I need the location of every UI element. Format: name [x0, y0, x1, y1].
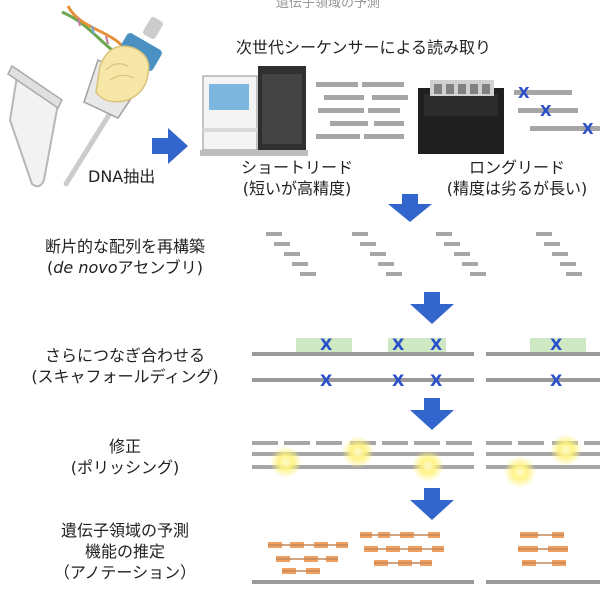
step-annotation-title: 遺伝子領域の予測 — [60, 521, 189, 540]
gene-model-exons — [268, 532, 568, 574]
step-assembly-title: 断片的な配列を再構築 — [44, 237, 205, 256]
step-polishing-title: 修正 — [108, 437, 141, 456]
step-annotation-function: 機能の推定 — [84, 542, 165, 561]
annotation-contigs — [252, 580, 600, 584]
long-read-caption: ロングリード (精度は劣るが長い) — [432, 157, 601, 199]
error-mark: X — [582, 120, 594, 138]
short-read-title: ショートリード — [240, 158, 353, 177]
sequencer-title: 次世代シーケンサーによる読み取り — [236, 38, 492, 57]
error-mark: X — [430, 371, 443, 390]
long-read-note: (精度は劣るが長い) — [446, 179, 588, 198]
arrow-down-icon — [388, 194, 432, 222]
error-mark: X — [550, 335, 563, 354]
arrow-down-icon — [410, 488, 454, 520]
short-read-sequencer-icon — [200, 66, 308, 156]
glove-hand-icon — [95, 45, 150, 103]
step-scaffolding-subtitle: (スキャフォールディング) — [31, 367, 219, 386]
short-read-caption: ショートリード (短いが高精度) — [222, 157, 372, 199]
long-read-sequencer-icon — [418, 80, 504, 154]
lab-illustration — [7, 5, 163, 188]
short-read-note: (短いが高精度) — [242, 179, 352, 198]
short-read-fragments — [316, 82, 408, 139]
error-mark: X — [392, 371, 405, 390]
step-polishing-label: 修正 (ポリッシング) — [0, 436, 250, 478]
arrow-right-icon — [152, 128, 188, 164]
error-mark: X — [540, 102, 552, 120]
top-title: 遺伝子領域の予測 — [276, 0, 381, 11]
error-mark: X — [518, 84, 530, 102]
scaffold-blocks — [296, 338, 586, 352]
step-assembly-label: 断片的な配列を再構築 (de novoアセンブリ) — [0, 236, 250, 278]
de-novo-term: de novo — [53, 258, 118, 277]
error-mark: X — [430, 335, 443, 354]
step-assembly-subtitle: (de novoアセンブリ) — [47, 258, 203, 277]
dna-extraction-label: DNA抽出 — [88, 167, 156, 186]
long-read-fragments — [514, 90, 600, 131]
contig-lines — [252, 352, 600, 382]
step-scaffolding-label: さらにつなぎ合わせる (スキャフォールディング) — [0, 345, 250, 387]
step-scaffolding-title: さらにつなぎ合わせる — [44, 346, 205, 365]
long-read-title: ロングリード — [468, 158, 565, 177]
polish-glow-icons — [270, 434, 582, 488]
step-annotation-label: 遺伝子領域の予測 機能の推定 （アノテーション） — [0, 520, 250, 583]
arrow-down-icon — [410, 292, 454, 324]
assembly-read-stacks — [266, 232, 582, 276]
error-mark: X — [392, 335, 405, 354]
gene-model-introns — [268, 534, 568, 572]
error-mark: X — [320, 371, 333, 390]
step-polishing-subtitle: (ポリッシング) — [70, 458, 180, 477]
tube-icon — [7, 64, 63, 188]
error-mark: X — [550, 371, 563, 390]
error-mark: X — [320, 335, 333, 354]
arrow-down-icon — [410, 398, 454, 430]
step-annotation-subtitle: （アノテーション） — [53, 563, 197, 582]
